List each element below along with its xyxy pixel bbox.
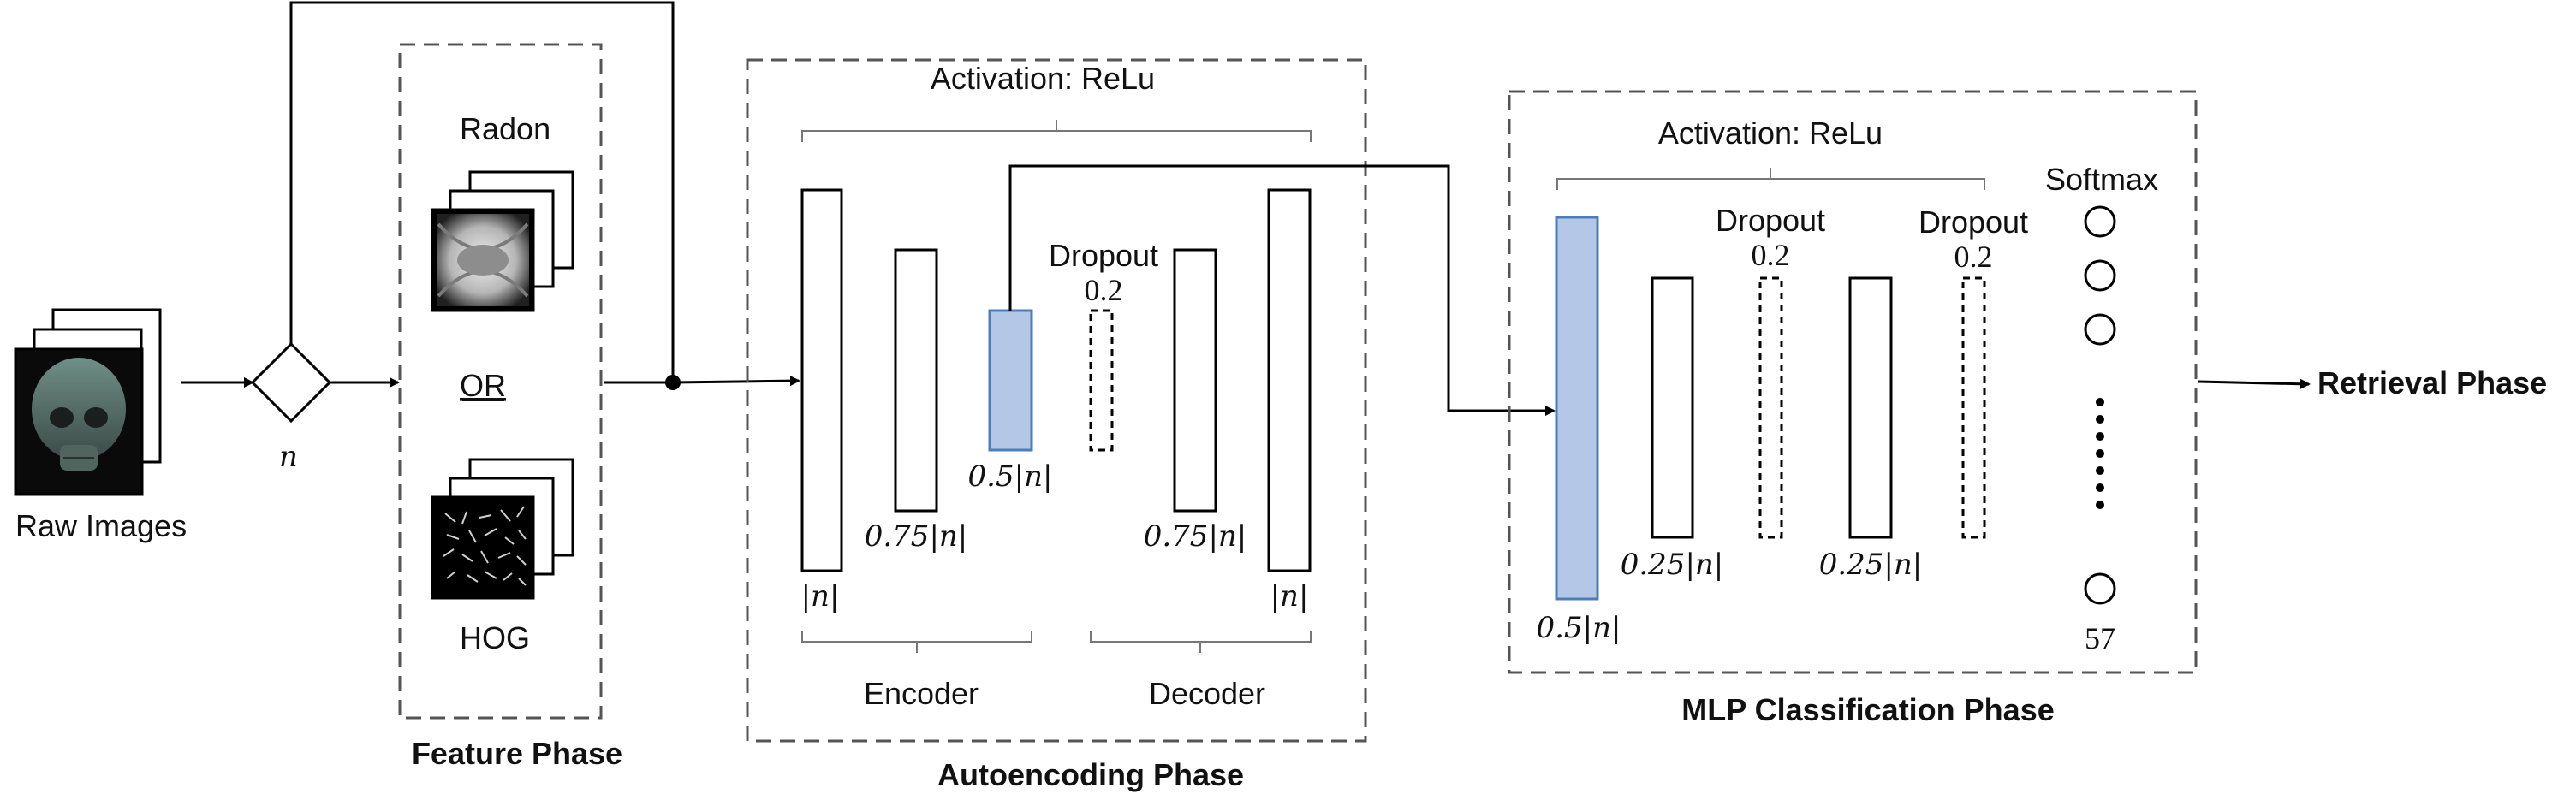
radon-images-stack bbox=[431, 170, 574, 312]
mlp-activation-label: Activation: ReLu bbox=[1658, 116, 1883, 151]
ae-dropout-label: Dropout bbox=[1049, 238, 1158, 273]
decoder-label: Decoder bbox=[1149, 676, 1265, 711]
softmax-node-last bbox=[2084, 572, 2116, 605]
ae-layer-bottleneck bbox=[988, 309, 1033, 452]
autoencoding-phase-box bbox=[746, 58, 1367, 743]
arrow-to-autoencoder bbox=[672, 376, 800, 387]
ae-layer-bottleneck-size: 0.5|n| bbox=[968, 459, 1053, 494]
ae-layer-input bbox=[800, 188, 843, 572]
mlp-dropout-1-rate: 0.2 bbox=[1752, 238, 1790, 272]
softmax-node-3 bbox=[2084, 313, 2116, 346]
softmax-label: Softmax bbox=[2045, 162, 2158, 197]
retrieval-phase-label: Retrieval Phase bbox=[2317, 365, 2547, 400]
mlp-phase-title: MLP Classification Phase bbox=[1681, 692, 2054, 727]
mlp-hidden-1-size: 0.25|n| bbox=[1621, 548, 1724, 582]
encoder-bracket bbox=[801, 631, 1032, 653]
ae-layer-output bbox=[1267, 188, 1312, 572]
mlp-dropout-2-rate: 0.2 bbox=[1954, 240, 1993, 274]
ae-layer-enc-hidden-size: 0.75|n| bbox=[865, 519, 968, 554]
mlp-dropout-1-label: Dropout bbox=[1716, 203, 1825, 238]
hog-label: HOG bbox=[460, 620, 530, 655]
bypass-connector bbox=[289, 1, 675, 382]
ae-activation-label: Activation: ReLu bbox=[931, 61, 1155, 96]
mlp-input-layer bbox=[1555, 216, 1599, 601]
hog-images-stack bbox=[431, 458, 574, 600]
radon-label: Radon bbox=[460, 111, 550, 146]
autoencoding-phase-title: Autoencoding Phase bbox=[937, 757, 1244, 792]
ae-layer-output-size: |n| bbox=[1270, 579, 1309, 613]
mlp-phase-box bbox=[1508, 90, 2198, 674]
softmax-node-1 bbox=[2084, 205, 2116, 238]
mlp-activation-bracket bbox=[1556, 168, 1985, 190]
raw-images-label: Raw Images bbox=[15, 508, 187, 543]
choice-symbol: n bbox=[279, 440, 298, 474]
softmax-node-2 bbox=[2084, 259, 2116, 292]
ae-layer-dec-hidden-size: 0.75|n| bbox=[1144, 519, 1247, 554]
mlp-dropout-layer-2 bbox=[1961, 276, 1986, 539]
mlp-dropout-layer-1 bbox=[1758, 276, 1783, 539]
hog-feature-image bbox=[443, 506, 527, 586]
softmax-ellipsis bbox=[2096, 398, 2104, 509]
ae-layer-input-size: |n| bbox=[801, 579, 840, 613]
mlp-hidden-layer-1 bbox=[1651, 276, 1694, 539]
softmax-class-count: 57 bbox=[2085, 621, 2115, 655]
skull-xray-image bbox=[32, 358, 126, 471]
mlp-input-layer-size: 0.5|n| bbox=[1537, 611, 1621, 645]
ae-layer-dec-hidden bbox=[1173, 248, 1217, 513]
ae-dropout-rate: 0.2 bbox=[1085, 273, 1123, 307]
encoder-label: Encoder bbox=[864, 676, 979, 711]
feature-phase-title: Feature Phase bbox=[412, 736, 622, 771]
feature-phase-box bbox=[398, 43, 603, 720]
arrow-bottleneck-to-mlp bbox=[1008, 164, 1556, 416]
ae-activation-bracket bbox=[801, 120, 1312, 142]
mlp-hidden-layer-2 bbox=[1848, 276, 1893, 539]
decoder-bracket bbox=[1090, 631, 1312, 653]
radon-transform-image bbox=[437, 214, 529, 306]
ae-dropout-layer bbox=[1089, 309, 1114, 452]
ae-layer-enc-hidden bbox=[894, 248, 938, 513]
mlp-dropout-2-label: Dropout bbox=[1919, 204, 2028, 240]
choice-diamond bbox=[250, 341, 332, 424]
raw-images-stack bbox=[14, 308, 162, 496]
mlp-hidden-2-size: 0.25|n| bbox=[1819, 548, 1923, 582]
arrow-to-retrieval bbox=[2198, 378, 2311, 389]
or-label: OR bbox=[460, 368, 506, 403]
